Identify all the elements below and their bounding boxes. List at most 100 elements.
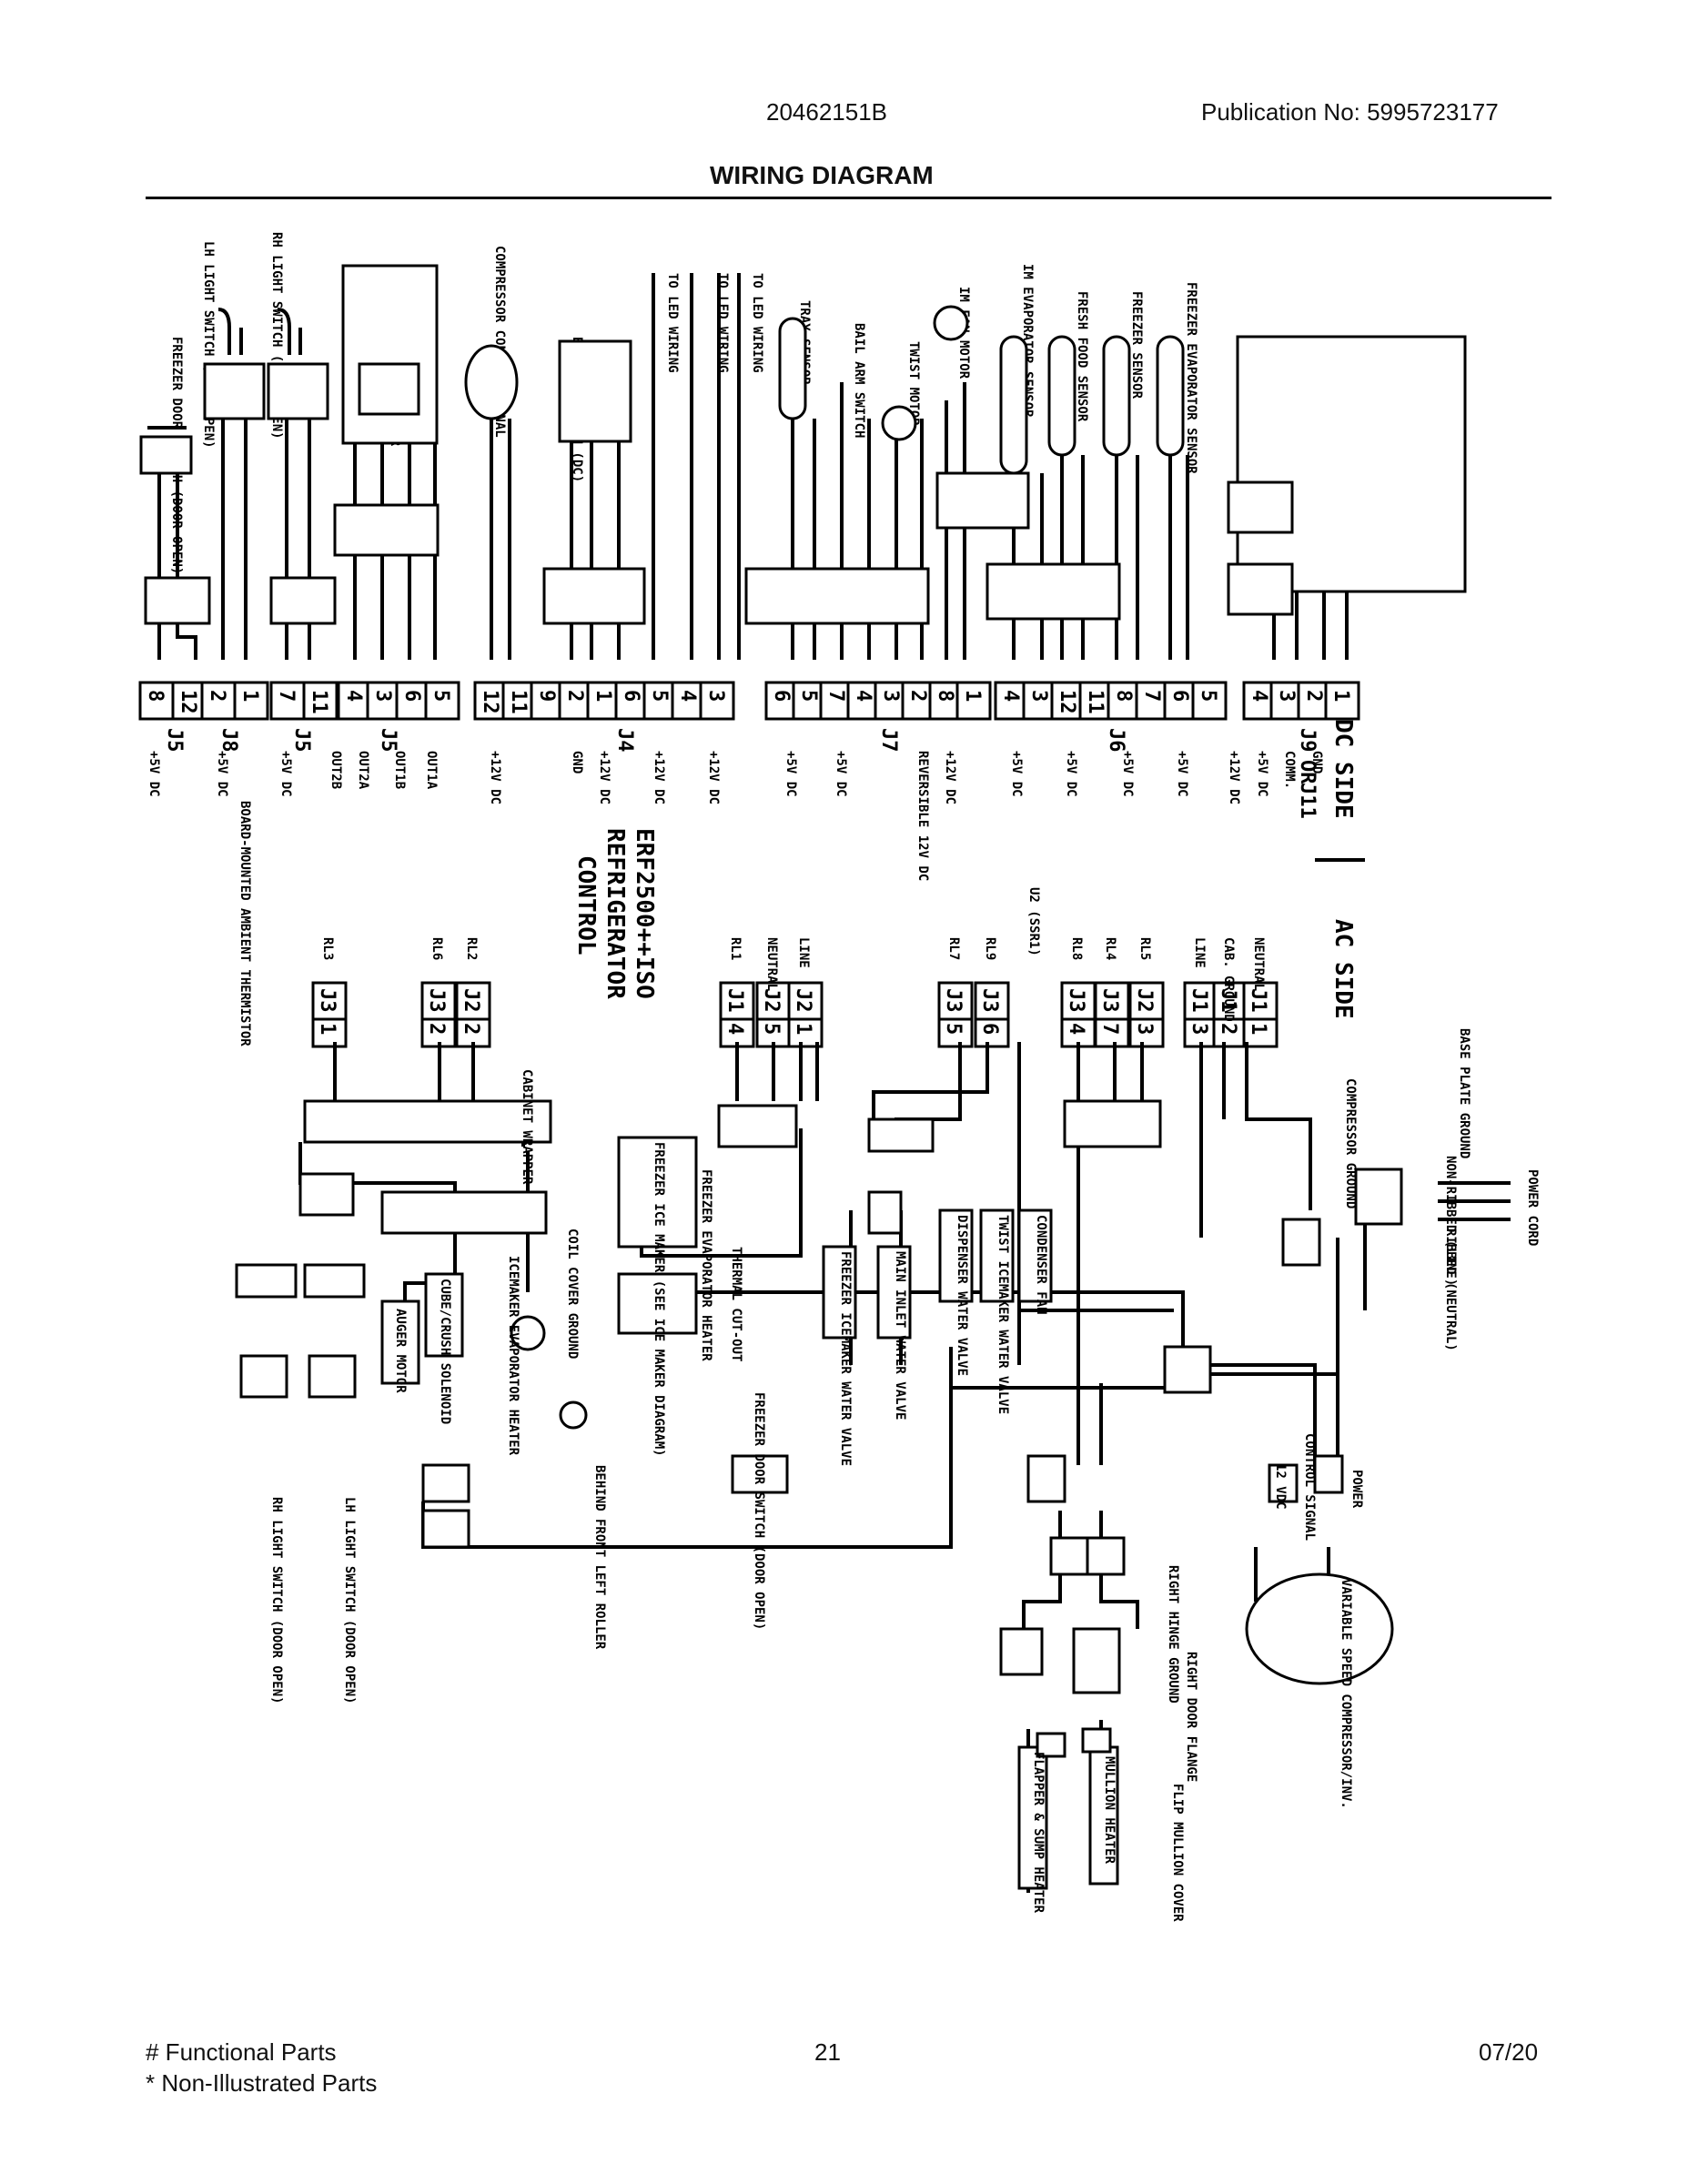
- freezer-sensor-shape: [1102, 335, 1131, 457]
- ac-component-label: BEHIND FRONT LEFT ROLLER: [592, 1465, 607, 1650]
- connector-pin-box: [138, 681, 175, 721]
- connector-name: J7: [877, 728, 900, 753]
- rh-switch-body: [308, 1354, 357, 1399]
- dc-output-label: +5V DC: [1120, 751, 1135, 797]
- dc-output-label: OUT2B: [329, 751, 343, 789]
- ac-connector-name-box: [719, 981, 755, 1021]
- freezer-door-switch-bottom: [731, 1454, 789, 1494]
- connector-pin-number: 3: [371, 690, 394, 702]
- im-evap-sensor-shape: [999, 335, 1028, 475]
- module-im1-top: [935, 471, 1030, 530]
- dc-output-label: +12V DC: [488, 751, 502, 804]
- dc-output-label: COMM.: [1282, 751, 1297, 789]
- user-interface-box: [1236, 335, 1467, 593]
- dc-output-label: +5V DC: [278, 751, 293, 797]
- ac-connector-pin-box: [1094, 1017, 1130, 1048]
- connector-name: J9: [1296, 728, 1319, 753]
- mullion-heater-box: [1088, 1745, 1119, 1886]
- connector-pin-number: 4: [342, 690, 365, 702]
- top-component-label: FREEZER EVAPORATOR SENSOR: [1184, 282, 1198, 474]
- connector-pin-number: 3: [1027, 690, 1050, 702]
- power-cord-plug: [1354, 1168, 1403, 1226]
- splice-bottom-left: [1049, 1536, 1089, 1576]
- dc-output-label: OUT2A: [356, 751, 370, 790]
- module-mc1-bottom: [1163, 1345, 1212, 1394]
- module-im1-bottom: [421, 1509, 470, 1549]
- dc-output-label: +12V DC: [1227, 751, 1241, 804]
- ac-component-label: AUGER MOTOR: [393, 1309, 408, 1393]
- ac-component-label: TWIST ICEMAKER WATER VALVE: [996, 1215, 1010, 1414]
- header-rule: [146, 197, 1552, 199]
- connector-pin-number: 2: [563, 690, 586, 702]
- power-terminal: [1313, 1454, 1344, 1494]
- page-title: WIRING DIAGRAM: [710, 161, 934, 189]
- connector-pin-number: 5: [648, 690, 671, 702]
- ac-component-label: NON-RIBBED (LINE): [1443, 1156, 1458, 1286]
- ac-connector-name-box: [937, 981, 974, 1021]
- connector-pin-number: 8: [144, 690, 167, 702]
- connector-pin-number: 6: [620, 690, 642, 702]
- ac-relay-label: RL2: [464, 937, 479, 960]
- connector-pin-number: 1: [591, 690, 614, 702]
- ac-connector-name: J3: [316, 988, 339, 1013]
- coil-cover-ground-shape: [559, 1400, 588, 1430]
- connector-pin-number: 2: [1302, 690, 1325, 702]
- dispenser-water-valve-box: [938, 1208, 974, 1303]
- dc-output-label: OUT1A: [424, 751, 439, 790]
- dc-output-label: +5V DC: [1064, 751, 1078, 797]
- ac-connector-pin: 1: [792, 1023, 814, 1035]
- evaporator-fan-box: [558, 339, 632, 443]
- connector-pin-number: 8: [1112, 690, 1135, 702]
- control-name: ERF2500++ISO REFRIGERATOR CONTROL DC SID…: [572, 719, 1357, 1019]
- ac-relay-label: RL7: [946, 937, 961, 960]
- ac-relay-label: NEUTRAL: [1251, 937, 1266, 991]
- ac-component-label: RIGHT HINGE GROUND: [1166, 1565, 1180, 1704]
- compressor-shape: [1245, 1572, 1394, 1685]
- publication-number: Publication No: 5995723177: [1201, 98, 1499, 126]
- light-switch-pins-right: [303, 1263, 366, 1299]
- module-mb1-left: [144, 576, 211, 625]
- ac-connector-pin-box: [1128, 1017, 1165, 1048]
- top-component-label: FREEZER SENSOR: [1129, 291, 1144, 399]
- dc-output-label: +5V DC: [1009, 751, 1024, 797]
- ac-connector-name: J2: [760, 988, 783, 1013]
- ac-component-label: RIGHT DOOR FLANGE: [1184, 1652, 1198, 1782]
- ac-component-label: CONDENSER FAN: [1034, 1215, 1048, 1315]
- top-component-label: TO LED WIRING: [750, 273, 764, 373]
- ac-component-label: RIBBED (NEUTRAL): [1443, 1228, 1458, 1351]
- model-number: 20462151B: [766, 98, 888, 126]
- ac-component-label: LH LIGHT SWITCH (DOOR OPEN): [342, 1497, 357, 1704]
- connector-pin-box: [424, 681, 460, 721]
- connector-pin-number: 11: [308, 690, 330, 714]
- dc-output-label: GND: [570, 751, 584, 774]
- connector-pin-number: 4: [852, 690, 874, 702]
- dc-side-label: DC SIDE: [1329, 719, 1357, 819]
- ac-relay-label: NEUTRAL: [764, 937, 779, 991]
- connector-pin-number: 11: [1084, 690, 1107, 714]
- ice-maker-connector: [617, 1272, 698, 1335]
- connector-pin-number: 7: [1140, 690, 1163, 702]
- ac-connector-pin-box: [311, 1017, 348, 1048]
- ac-connector-pin: 4: [723, 1023, 746, 1035]
- dc-output-label: OUT1B: [392, 751, 407, 789]
- ac-connector-name-box: [455, 981, 491, 1021]
- im-fan-motor-shape: [933, 305, 969, 341]
- connector-pin-box: [699, 681, 735, 721]
- module-mc1-left: [303, 1099, 552, 1144]
- ac-component-label: BASE PLATE GROUND: [1457, 1028, 1471, 1158]
- damper-motor-box: [341, 264, 439, 445]
- ac-connector-pin: 3: [1188, 1023, 1210, 1035]
- connector-pin-box: [1191, 681, 1228, 721]
- dc-output-label: +5V DC: [147, 751, 161, 797]
- connector-pin-number: 5: [1197, 690, 1219, 702]
- ac-component-label: FLAPPER & SUMP HEATER: [1031, 1752, 1046, 1914]
- ac-relay-label: RL5: [1137, 937, 1152, 960]
- dc-output-label: +5V DC: [783, 751, 798, 797]
- module-mb2: [717, 1104, 798, 1148]
- ac-connector-name-box: [1128, 981, 1165, 1021]
- connector-pin-number: 1: [961, 690, 984, 702]
- ac-component-label: MAIN INLET WATER VALVE: [893, 1251, 907, 1420]
- splice-top: [867, 1117, 935, 1153]
- connector-pin-box: [1324, 681, 1360, 721]
